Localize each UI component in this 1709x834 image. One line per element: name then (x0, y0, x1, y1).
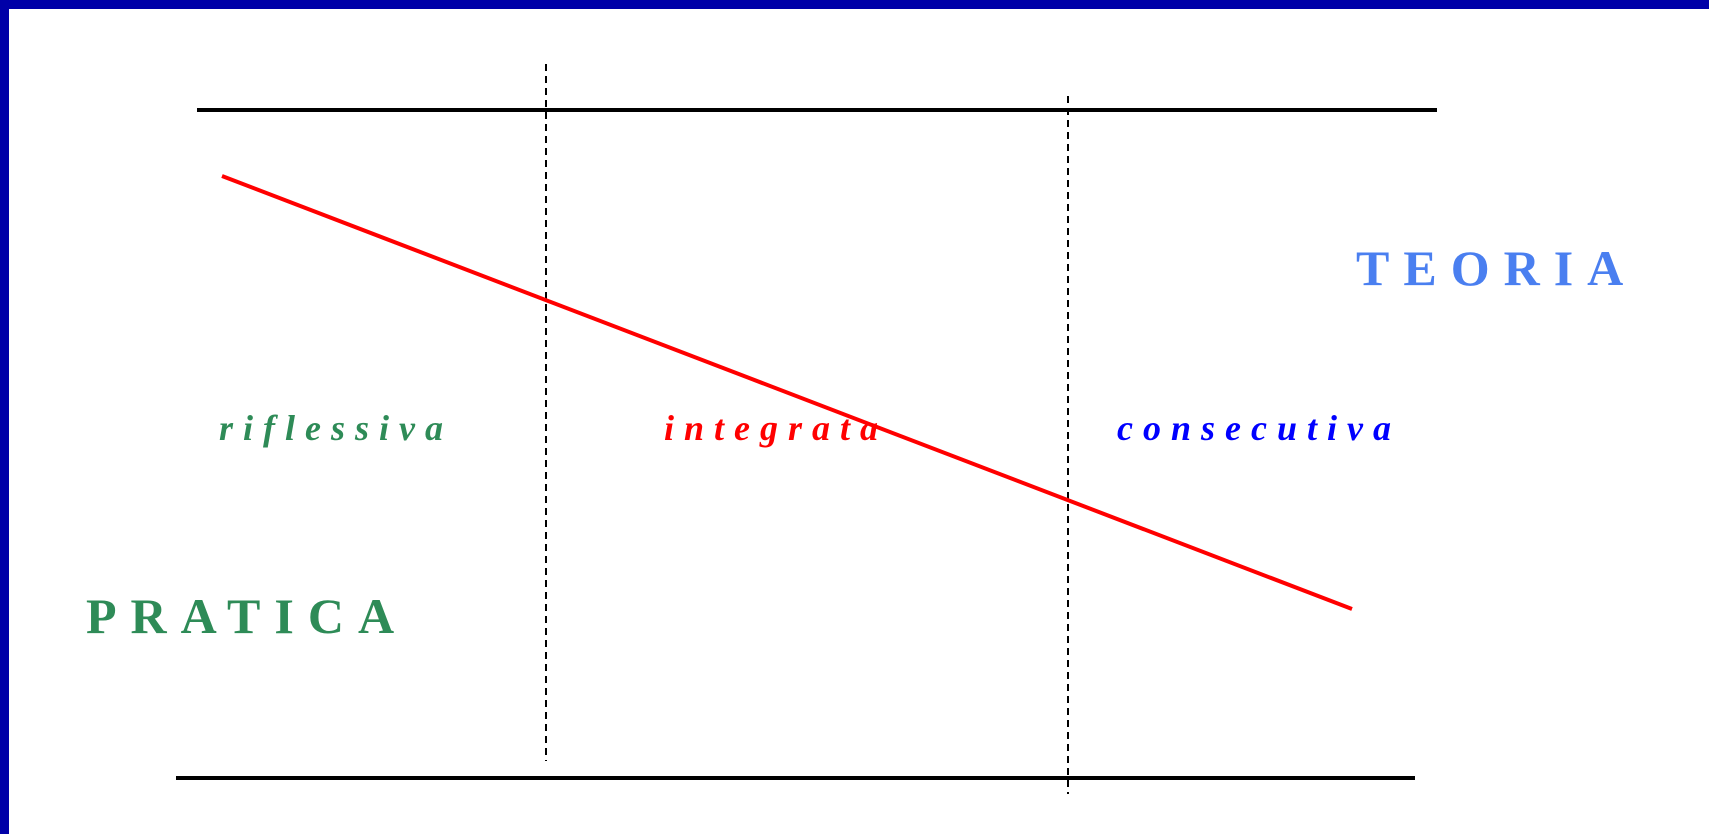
diagram-canvas: TEORIA PRATICA riflessiva integrata cons… (9, 9, 1709, 834)
diagram-svg (176, 64, 1437, 794)
trend-line (221, 174, 1353, 611)
consecutiva-label: consecutiva (1117, 408, 1401, 448)
pratica-label: PRATICA (86, 588, 409, 644)
riflessiva-label: riflessiva (219, 408, 453, 448)
teoria-label: TEORIA (1356, 240, 1638, 296)
integrata-label: integrata (664, 408, 889, 448)
